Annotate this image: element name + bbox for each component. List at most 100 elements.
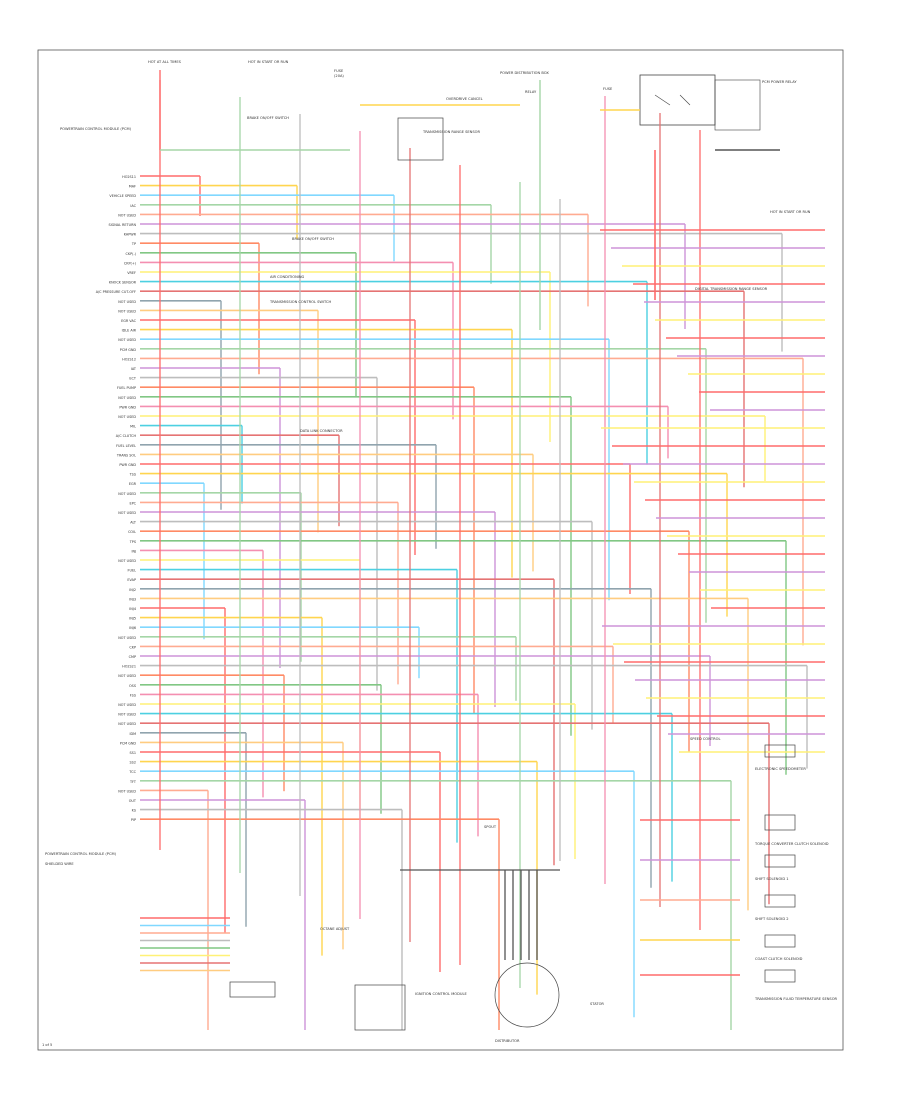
pcm-pin-label: EGR [129,482,137,486]
pcm-power-relay [639,74,761,131]
pcm-pin-label: IAC [130,204,136,208]
shift-solenoid-1-box [764,854,796,868]
pcm-pin-label: NOT USED [118,309,136,313]
page-footer: 1 of 5 [42,1043,52,1047]
distributor-callout: DISTRIBUTOR [495,1039,520,1043]
pcm-pin-label: NOT USED [118,713,136,717]
pcm-pin-label: PCM GND [120,741,137,745]
pcm-pin-label: KS [132,809,136,813]
pcm-pin-label: CKP(+) [124,261,137,265]
pcm-pin-label: EPC [129,501,136,505]
pcm-pin-label: TSS [129,473,136,477]
pcm-pin-label: PWR GND [119,405,136,409]
pcm-pin-label: TFT [129,780,137,784]
pcm-pin-label: NOT USED [118,338,136,342]
pcm-pin-label: NOT USED [118,789,136,793]
torque-converter-callout: TORQUE CONVERTER CLUTCH SOLENOID [754,842,829,846]
pcm-pin-label: PWR GND [119,463,136,467]
pcm-pin-label: COIL [128,530,136,534]
shift-solenoid-1-callout: SHIFT SOLENOID 1 [755,877,789,881]
pcm-title-group: POWERTRAIN CONTROL MODULE (PCM) [60,127,132,131]
stator-callout: STATOR [590,1002,604,1006]
pcm-lower-sub: SHIELDED WIRE [45,862,74,866]
top-labels: HOT AT ALL TIMES HOT IN START OR RUN FUS… [148,60,811,214]
ignition-module-callout: IGNITION CONTROL MODULE [415,992,468,996]
pcm-pin-label: VEHICLE SPEED [109,194,136,198]
fuse2-label: FUSE [603,87,613,91]
pcm-pin-label: IDM [129,732,136,736]
pcm-pin-label: NOT USED [118,511,136,515]
callout-labels: BRAKE ON/OFF SWITCH AIR CONDITIONING TRA… [42,237,838,1047]
pcm-pin-label: FUEL PUMP [117,386,136,390]
pcm-pin-label: TCC [128,770,136,774]
hot-at-all-times-label: HOT AT ALL TIMES [148,60,182,64]
pcm-pin-label: PCM GND [120,348,137,352]
pcm-pin-label: SS2 [130,761,136,765]
pcm-title: POWERTRAIN CONTROL MODULE (PCM) [60,127,132,131]
octane-box [229,981,276,998]
pcm-pin-label: SS1 [130,751,136,755]
relay-label: RELAY [525,90,537,94]
overdrive-cancel-label: OVERDRIVE CANCEL [446,97,483,101]
wires [140,70,825,1030]
torque-converter-box [764,814,796,831]
pcm-power-relay-label: PCM POWER RELAY [762,80,797,84]
pcm-pin-label: A/C CLUTCH [116,434,137,438]
pcm-pin-label: NOT USED [118,300,136,304]
pcm-pin-label: NOT USED [118,703,136,707]
pcm-pin-label: NOT USED [118,396,136,400]
pcm-lower-title: POWERTRAIN CONTROL MODULE (PCM) [45,852,117,856]
digital-trans-range-callout: DIGITAL TRANSMISSION RANGE SENSOR [695,287,768,291]
pcm-pin-label: INJ [131,549,136,553]
electronic-speedometer-callout: ELECTRONIC SPEEDOMETER [755,767,806,771]
pcm-pin-label: FUEL [128,569,137,573]
coast-clutch-box [764,934,796,948]
pcm-pin-label: MIL [130,425,136,429]
octane-adjust-callout: OCTANE ADJUST [320,927,350,931]
pcm-pin-label: KNOCK SENSOR [109,281,137,285]
pcm-pin-label: KAPWR [124,233,137,237]
pcm-pin-label: TRANS SOL [116,453,136,457]
pcm-pin-label: EGR VAC [121,319,137,323]
pcm-pin-label: INJ5 [129,617,136,621]
pcm-pin-label: FSS [130,693,136,697]
trans-range-sensor-box [397,117,444,161]
pcm-pin-label: MAF [129,185,136,189]
pcm-pin-label: ECT [129,377,137,381]
air-conditioning-callout: AIR CONDITIONING [270,275,305,279]
pcm-pin-label: INJ6 [129,626,136,630]
ignition-module-box [354,984,406,1031]
trans-fluid-temp-box [764,969,796,983]
distributor-circle [494,962,560,1028]
coast-clutch-callout: COAST CLUTCH SOLENOID [755,957,803,961]
pcm-pin-label: NOT USED [118,722,136,726]
spout-callout: SPOUT [484,825,497,829]
pcm-pin-label: HO2S21 [122,665,136,669]
pcm-pin-label: NOT USED [118,636,136,640]
speed-control-callout: SPEED CONTROL [690,737,720,741]
pcm-pin-label: NOT USED [118,415,136,419]
pcm-pin-label: ALT [130,521,137,525]
pcm-pin-label: INJ4 [129,607,136,611]
pcm-pin-label: OUT [129,799,137,803]
trans-control-switch-callout: TRANSMISSION CONTROL SWITCH [269,300,331,304]
fuse-label: FUSE [334,69,344,73]
pcm-pin-label: FUEL LEVEL [116,444,136,448]
pcm-pin-label: HO2S12 [122,357,136,361]
pcm-pin-label: CMP [129,655,136,659]
shift-solenoid-2-callout: SHIFT SOLENOID 2 [755,917,789,921]
pcm-pin-label: SIGNAL RETURN [108,223,136,227]
fuse-number: (20A) [334,74,344,78]
trans-fluid-temp-callout: TRANSMISSION FLUID TEMPERATURE SENSOR [754,997,838,1001]
pcm-pin-label: OSS [129,684,136,688]
pcm-pin-label: CKP [129,645,136,649]
pcm-pin-label: NOT USED [118,674,136,678]
pcm-pin-label: CKP(-) [125,252,136,256]
hot-start-run-2-label: HOT IN START OR RUN [770,210,811,214]
pcm-pin-label: VREF [127,271,136,275]
electronic-speedometer-box [764,744,796,758]
pcm-pin-label: EVAP [127,578,136,582]
power-distribution-box-label: POWER DISTRIBUTION BOX [500,71,549,75]
